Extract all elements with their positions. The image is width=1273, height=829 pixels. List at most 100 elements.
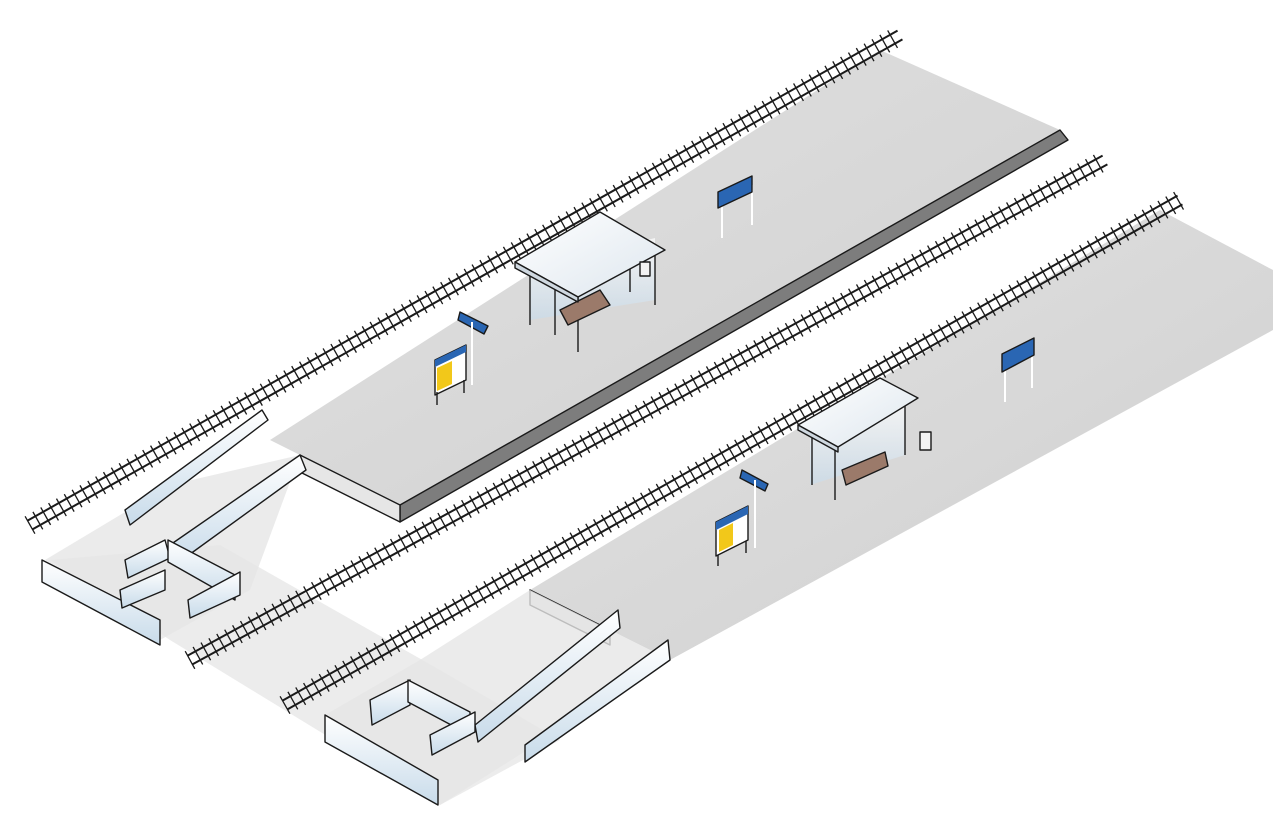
sleeper [244, 392, 256, 411]
sleeper [761, 335, 772, 355]
sleeper [467, 589, 479, 608]
sleeper [546, 545, 557, 564]
sleeper [919, 249, 930, 268]
sleeper [1021, 193, 1033, 212]
sleeper [930, 328, 942, 347]
sleeper [800, 314, 812, 333]
tracks [24, 29, 1185, 715]
sleeper [863, 279, 875, 298]
sleeper [666, 387, 678, 406]
sleeper [626, 409, 638, 428]
sleeper [1102, 231, 1114, 250]
sleeper [789, 408, 800, 427]
sleeper [958, 227, 970, 247]
sleeper [642, 400, 654, 419]
sleeper [824, 301, 836, 320]
sleeper [492, 482, 504, 501]
sleeper [595, 426, 607, 445]
sleeper [890, 350, 902, 370]
sleeper [624, 501, 636, 520]
sleeper [655, 483, 667, 502]
sleeper [204, 414, 216, 433]
sleeper [753, 105, 765, 124]
sleeper [816, 69, 828, 88]
sleeper [1053, 176, 1065, 195]
sleeper [476, 491, 488, 510]
sleeper [749, 430, 761, 449]
sleeper [992, 293, 1004, 312]
sleeper [911, 253, 922, 273]
sleeper [1149, 205, 1161, 224]
sleeper [608, 510, 620, 529]
sleeper [969, 306, 981, 325]
shelter-south-roof-edge [797, 424, 839, 453]
sleeper [820, 390, 832, 409]
sleeper [832, 297, 843, 316]
sleeper [200, 642, 212, 661]
shelter-south [797, 377, 932, 500]
track-1 [24, 29, 903, 535]
sleeper [373, 642, 385, 661]
sleeper [569, 532, 581, 551]
stair-wall-east-a [324, 714, 439, 806]
sleeper [824, 65, 836, 84]
sleeper [553, 541, 565, 560]
sleeper [165, 436, 177, 455]
sleeper [453, 504, 464, 523]
sleeper [702, 457, 714, 476]
sleeper [491, 576, 503, 595]
sleeper [208, 637, 220, 657]
sleeper [600, 514, 612, 533]
sleeper [547, 452, 559, 471]
sleeper [796, 404, 808, 423]
sleeper [306, 356, 318, 376]
sleeper [432, 286, 444, 305]
sleeper [287, 691, 299, 710]
sleeper [314, 352, 326, 371]
sleeper [126, 458, 138, 477]
sleeper [903, 258, 915, 277]
sleeper [745, 109, 757, 128]
sleeper [389, 634, 401, 653]
sleeper [804, 399, 816, 418]
shelter-south-bench [841, 451, 889, 486]
sleeper [173, 432, 185, 451]
sleeper [1008, 284, 1020, 303]
sleeper [303, 586, 314, 605]
sleeper [506, 567, 518, 586]
sleeper [683, 144, 695, 164]
sleeper [530, 554, 542, 573]
sleeper [538, 550, 550, 569]
sleeper [634, 404, 646, 424]
sleeper [848, 288, 859, 307]
sleeper [1079, 244, 1090, 263]
sleeper [867, 364, 879, 383]
sleeper [1084, 158, 1096, 178]
sleeper [961, 311, 973, 330]
sleeper [228, 401, 240, 420]
sleeper [181, 427, 193, 446]
sleeper [479, 259, 491, 278]
sleeper [1141, 209, 1153, 228]
sleeper [522, 558, 534, 577]
sleeper [247, 616, 259, 635]
stair-ramp-east [474, 609, 621, 743]
sleeper [682, 379, 693, 398]
sleeper [487, 255, 499, 274]
sleeper [549, 220, 561, 239]
sleeper [459, 594, 471, 613]
sleeper [295, 687, 307, 706]
sleeper [334, 568, 346, 588]
sleeper [353, 330, 365, 349]
sleeper [326, 573, 338, 592]
sleeper [628, 175, 640, 194]
sleeper [738, 114, 750, 133]
sleeper [777, 91, 789, 111]
sleeper [840, 292, 851, 311]
sleeper [484, 486, 496, 506]
sleeper [534, 228, 546, 247]
sleeper [374, 547, 385, 566]
stair-rail-east [524, 639, 671, 763]
sleeper [291, 365, 303, 384]
sleeper [784, 322, 796, 342]
